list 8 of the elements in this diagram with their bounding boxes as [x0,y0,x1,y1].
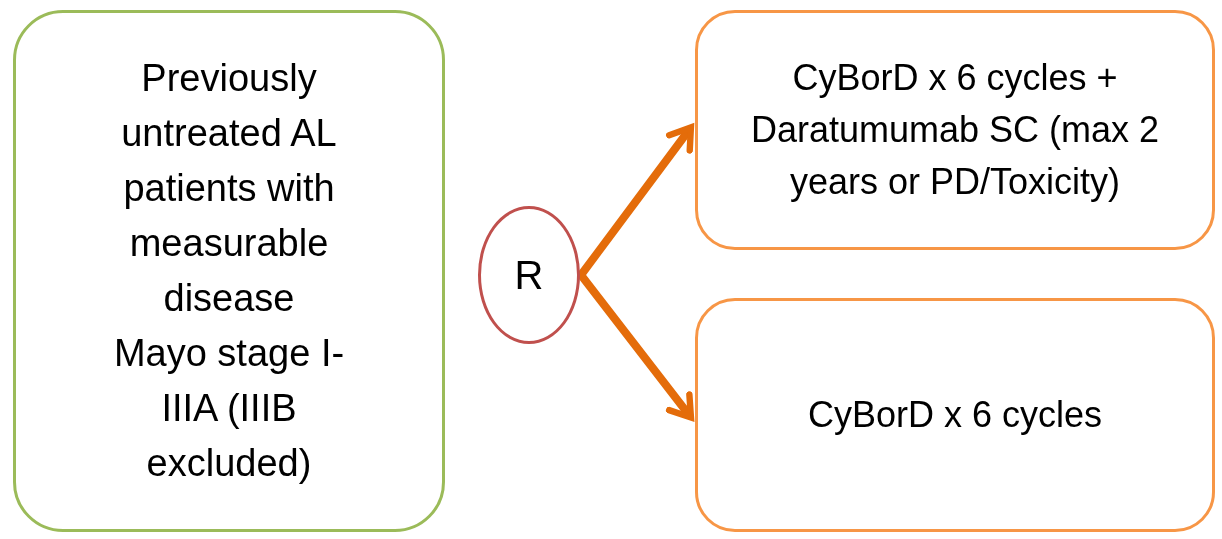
node-text: CyBorD x 6 cycles + Daratumumab SC (max 2 years or PD/Toxicity) [749,55,1161,205]
arm-box [695,298,1215,532]
arm-box [13,10,445,532]
node-text: Mayo stage I-IIIA (IIIB excluded) [112,331,346,487]
node-text: R [514,252,544,299]
node-text: CyBorD x 6 cycles [807,392,1103,437]
arm-box [695,10,1215,250]
node-text: Previously untreated AL patients with measurable disease [120,55,338,321]
